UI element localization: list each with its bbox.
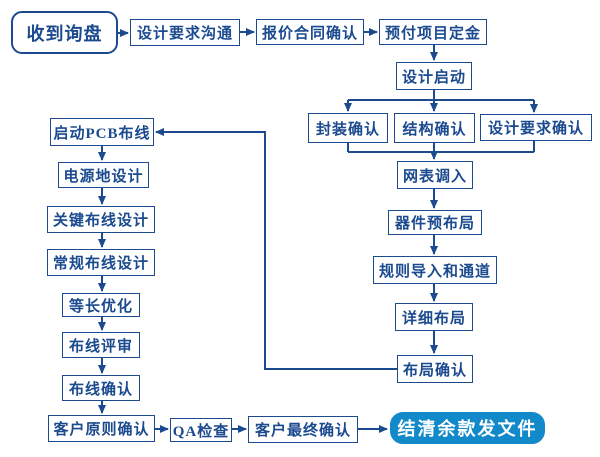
flow-node-package-confirm: 封装确认 xyxy=(308,113,388,143)
flow-node-project-deposit: 预付项目定金 xyxy=(379,19,487,45)
flow-node-component-prelayout: 器件预布局 xyxy=(388,210,482,235)
flow-node-customer-final-confirm: 客户最终确认 xyxy=(248,416,358,443)
flow-node-customer-principle-confirm: 客户原则确认 xyxy=(48,415,155,442)
flow-node-general-routing-design: 常规布线设计 xyxy=(47,249,155,276)
flow-node-critical-routing-design: 关键布线设计 xyxy=(47,206,155,233)
arrow-layoutconfirm-pcbrouting xyxy=(155,128,397,370)
flow-node-qa-check: QA检查 xyxy=(170,418,232,442)
flow-node-structure-confirm: 结构确认 xyxy=(394,113,475,143)
flow-node-design-start: 设计启动 xyxy=(396,62,472,90)
flow-node-design-requirement-confirm: 设计要求确认 xyxy=(480,114,592,141)
flow-node-start-pcb-routing: 启动PCB布线 xyxy=(50,118,154,146)
flow-node-routing-confirm: 布线确认 xyxy=(62,375,140,401)
flow-node-layout-confirm: 布局确认 xyxy=(397,355,473,383)
flow-node-netlist-import: 网表调入 xyxy=(397,161,473,189)
flow-node-routing-review: 布线评审 xyxy=(62,332,140,358)
flow-node-power-ground-design: 电源地设计 xyxy=(58,162,149,188)
flow-node-rules-import-channel: 规则导入和通道 xyxy=(373,256,497,284)
flow-node-settle-balance-deliver-files: 结清余款发文件 xyxy=(390,412,545,444)
flow-node-detailed-layout: 详细布局 xyxy=(395,303,473,331)
flow-node-length-matching-optimize: 等长优化 xyxy=(62,293,140,317)
flow-node-design-requirement-communication: 设计要求沟通 xyxy=(130,19,240,46)
flow-node-quote-contract-confirm: 报价合同确认 xyxy=(256,19,364,45)
flow-node-received-inquiry: 收到询盘 xyxy=(11,11,118,54)
